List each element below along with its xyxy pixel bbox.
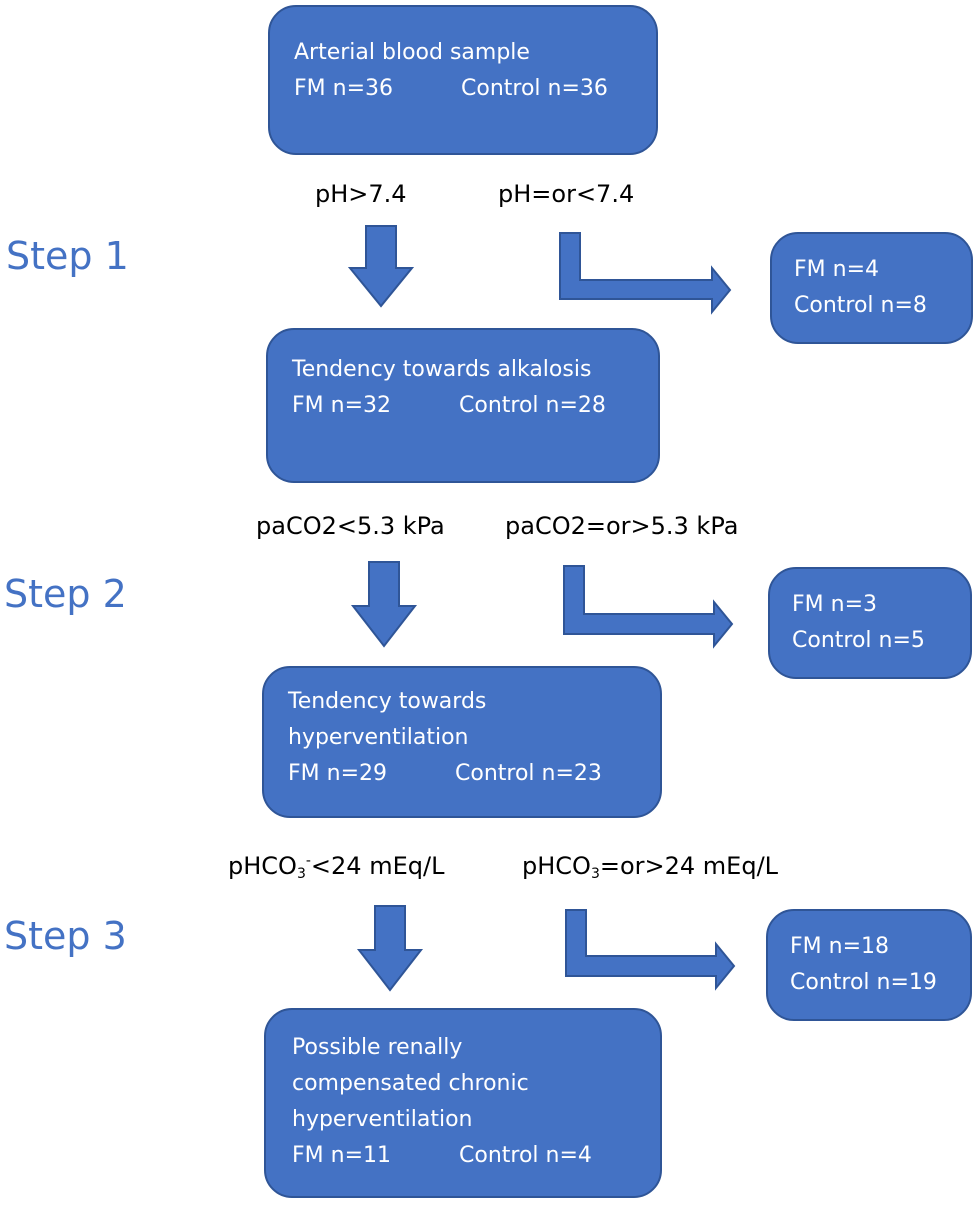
step-1-result-box: Tendency towards alkalosis FM n=32 Contr… bbox=[266, 328, 660, 483]
step-1-result-fm: FM n=32 bbox=[292, 393, 391, 418]
step-2-result-fm: FM n=29 bbox=[288, 761, 387, 786]
step-3-cond-no-pre: pHCO bbox=[522, 852, 591, 880]
bent-arrow-step-2 bbox=[563, 565, 734, 649]
step-2-result-box: Tendency towards hyperventilation FM n=2… bbox=[262, 666, 662, 818]
step-1-condition-no: pH=or<7.4 bbox=[498, 180, 635, 208]
step-3-excluded-fm: FM n=18 bbox=[790, 934, 889, 959]
step-3-excluded-box: FM n=18 Control n=19 bbox=[766, 909, 972, 1021]
step-3-label: Step 3 bbox=[4, 914, 127, 958]
step-2-label: Step 2 bbox=[4, 572, 127, 616]
step-3-result-title-line-2: compensated chronic bbox=[292, 1071, 529, 1096]
step-3-result-title-line-3: hyperventilation bbox=[292, 1107, 473, 1132]
down-arrow-step-2 bbox=[350, 561, 418, 648]
step-3-condition-no: pHCO3=or>24 mEq/L bbox=[522, 852, 778, 882]
step-3-cond-no-sub: 3 bbox=[590, 866, 600, 882]
step-3-result-title-line-1: Possible renally bbox=[292, 1035, 463, 1060]
step-1-excluded-box: FM n=4 Control n=8 bbox=[770, 232, 973, 344]
down-arrow-step-1 bbox=[347, 225, 415, 308]
step-2-result-control: Control n=23 bbox=[455, 761, 602, 786]
bent-arrow-step-1 bbox=[559, 232, 732, 315]
step-1-condition-yes: pH>7.4 bbox=[315, 180, 407, 208]
step-3-result-fm: FM n=11 bbox=[292, 1143, 391, 1168]
step-3-result-control: Control n=4 bbox=[459, 1143, 592, 1168]
step-2-excluded-box: FM n=3 Control n=5 bbox=[768, 567, 972, 679]
step-3-excluded-control: Control n=19 bbox=[790, 970, 937, 995]
step-3-cond-yes-post: <24 mEq/L bbox=[310, 852, 445, 880]
step-1-excluded-control: Control n=8 bbox=[794, 293, 927, 318]
step-3-result-box: Possible renally compensated chronic hyp… bbox=[264, 1008, 662, 1198]
step-3-cond-yes-sup: - bbox=[305, 853, 311, 869]
down-arrow-step-3 bbox=[356, 905, 424, 992]
step-3-condition-yes: pHCO3-<24 mEq/L bbox=[228, 852, 444, 882]
step-3-cond-no-post: =or>24 mEq/L bbox=[599, 852, 779, 880]
step-1-label: Step 1 bbox=[6, 234, 129, 278]
step-1-result-title: Tendency towards alkalosis bbox=[292, 357, 592, 382]
start-box: Arterial blood sample FM n=36 Control n=… bbox=[268, 5, 658, 155]
step-1-excluded-fm: FM n=4 bbox=[794, 257, 880, 282]
step-3-cond-yes-sub: 3 bbox=[296, 866, 306, 882]
start-fm-count: FM n=36 bbox=[294, 76, 393, 101]
step-2-excluded-fm: FM n=3 bbox=[792, 592, 878, 617]
step-2-condition-no: paCO2=or>5.3 kPa bbox=[505, 512, 739, 540]
step-2-result-title-line-1: Tendency towards bbox=[288, 689, 487, 714]
step-2-condition-yes: paCO2<5.3 kPa bbox=[256, 512, 445, 540]
step-3-cond-yes-pre: pHCO bbox=[228, 852, 297, 880]
bent-arrow-step-3 bbox=[565, 909, 736, 991]
start-title: Arterial blood sample bbox=[294, 40, 530, 65]
step-1-result-control: Control n=28 bbox=[459, 393, 606, 418]
step-2-excluded-control: Control n=5 bbox=[792, 628, 925, 653]
start-control-count: Control n=36 bbox=[461, 76, 608, 101]
step-2-result-title-line-2: hyperventilation bbox=[288, 725, 469, 750]
